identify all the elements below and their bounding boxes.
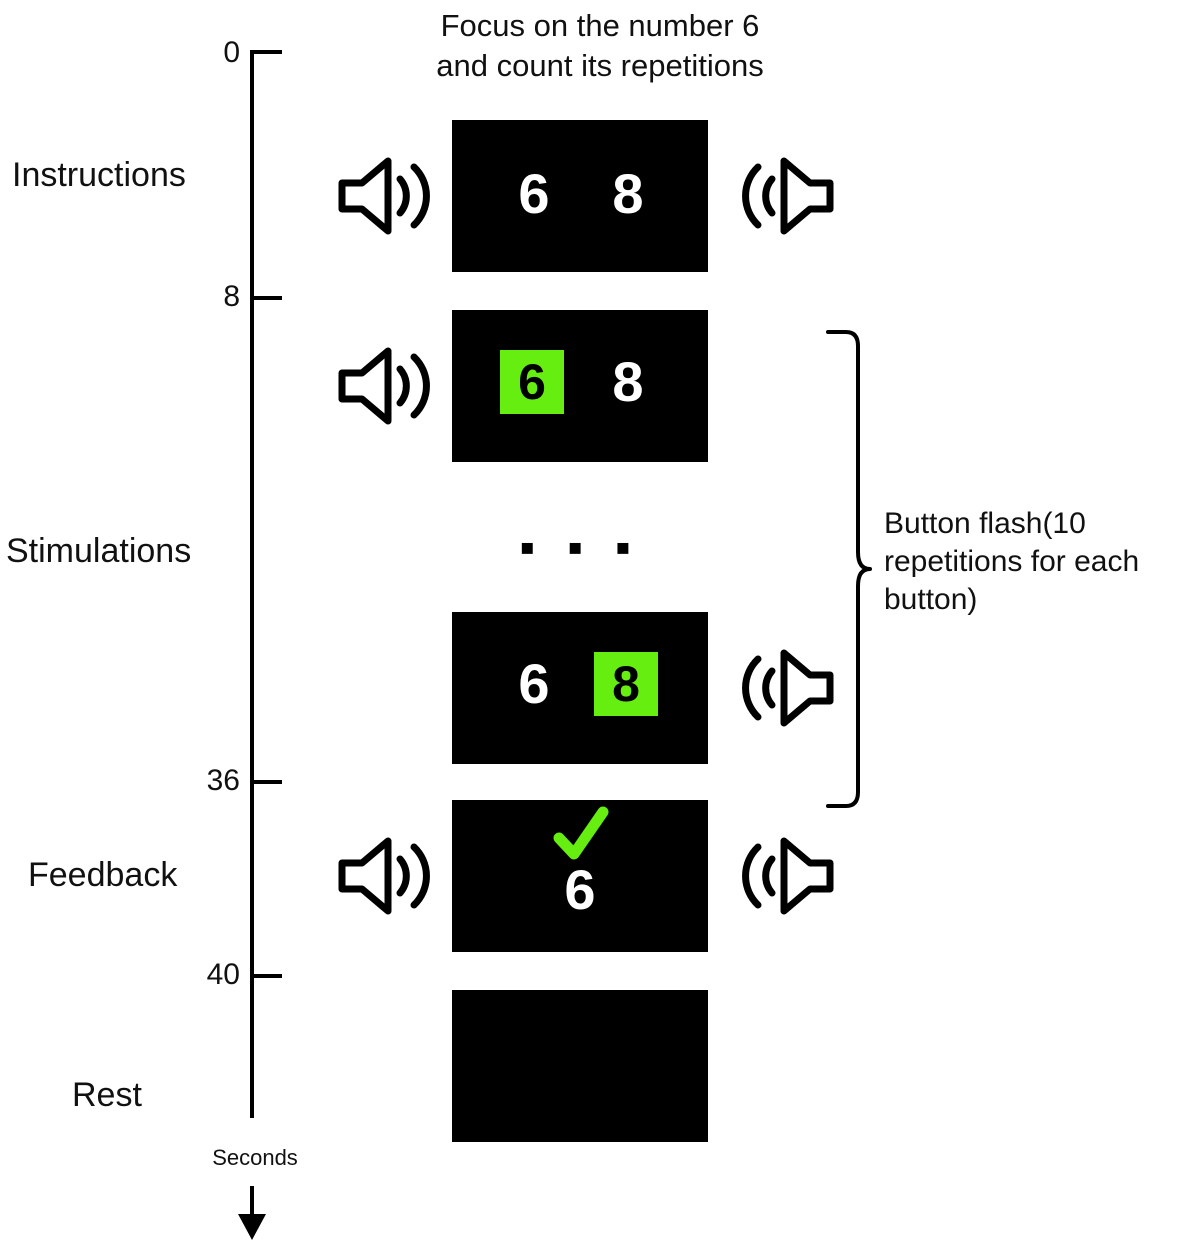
phase-label-instructions: Instructions (12, 156, 186, 194)
page-title: Focus on the number 6 and count its repe… (436, 8, 764, 83)
stimulation-brace (826, 328, 872, 810)
timeline-arrow-head (238, 1214, 266, 1240)
feedback-result-digit: 6 (564, 858, 596, 921)
timeline-arrow-shaft (250, 1186, 254, 1220)
feedback-screen: 6 (452, 800, 708, 952)
phase-label-rest: Rest (72, 1076, 142, 1114)
flash-highlight-6: 6 (500, 350, 564, 414)
speaker-icon-left (336, 833, 436, 919)
brace-annotation-label: Button flash(10 repetitions for each but… (884, 507, 1140, 616)
timeline-unit-label: Seconds (212, 1145, 298, 1170)
phase-label-stimulations: Stimulations (6, 532, 192, 570)
ellipsis-indicator: ▪ ▪ ▪ (519, 523, 641, 572)
flash-highlight-8: 8 (594, 652, 658, 716)
speaker-icon-left (336, 153, 436, 239)
speaker-icon-left (336, 343, 436, 429)
timeline-axis (250, 50, 254, 1118)
stimulation-screen-last: 6 8 (452, 612, 708, 764)
timeline-tick-label-36: 36 (206, 764, 240, 797)
digit-8: 8 (612, 162, 644, 225)
instructions-screen: 6 8 (452, 120, 708, 272)
digit-8: 8 (612, 350, 644, 413)
timeline-tick-36 (254, 780, 282, 784)
digit-6: 6 (518, 652, 550, 715)
timeline-tick-40 (254, 974, 282, 978)
timeline-tick-label-40: 40 (206, 958, 240, 991)
timeline-tick-label-0: 0 (223, 36, 240, 69)
timeline-tick-label-8: 8 (223, 280, 240, 313)
speaker-icon-right (736, 153, 836, 239)
checkmark-icon (452, 806, 708, 869)
timeline-tick-8 (254, 296, 282, 300)
timeline-tick-0 (254, 50, 282, 54)
speaker-icon-right (736, 645, 836, 731)
rest-screen (452, 990, 708, 1142)
digit-6: 6 (518, 162, 550, 225)
speaker-icon-right (736, 833, 836, 919)
stimulation-screen-first: 6 8 (452, 310, 708, 462)
phase-label-feedback: Feedback (28, 856, 178, 894)
